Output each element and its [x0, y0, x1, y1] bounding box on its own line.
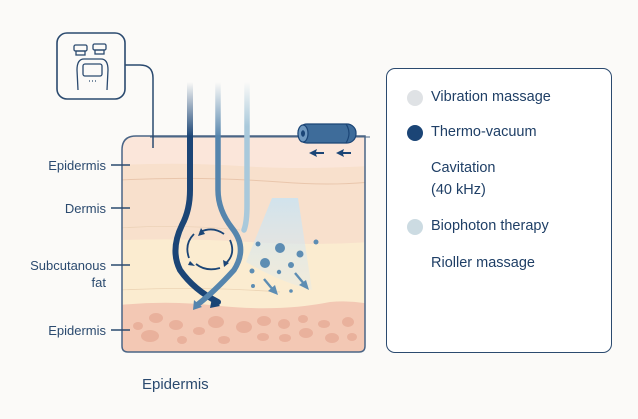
layer-ticks	[111, 164, 130, 331]
thermo-vacuum-probe	[172, 79, 221, 305]
label-epidermis-top: Epidermis	[48, 158, 106, 173]
label-dermis: Dermis	[64, 201, 106, 216]
cavitation-arrows	[263, 272, 309, 295]
navy-arrowhead	[210, 298, 220, 308]
roller-cylinder-icon	[297, 123, 357, 144]
label-subcutaneous-line2: fat	[91, 275, 106, 290]
legend-item-biophoton: Biophoton therapy	[431, 218, 549, 234]
cavitation-label: Cavitation	[431, 160, 496, 176]
legend-item-roller-massage: Rioller massage	[431, 255, 535, 271]
cavitation-frequency: (40 kHz)	[431, 182, 486, 198]
legend-panel: Vibration massage Thermo-vacuum Cavitati…	[386, 68, 612, 353]
device-icon-box	[56, 32, 126, 100]
mid-arrowhead	[193, 300, 202, 310]
skin-block-border	[121, 135, 366, 353]
label-epidermis-bottom: Epidermis	[48, 323, 106, 338]
thermo-vacuum-dot-icon	[407, 125, 423, 141]
legend-item-vibration: Vibration massage	[431, 89, 551, 105]
cavitation-bubbles	[249, 239, 319, 293]
body-contouring-machine-icon	[73, 43, 109, 91]
label-subcutaneous-line1: Subcutanous	[30, 258, 106, 273]
vibration-probe	[194, 79, 244, 308]
bottom-caption: Epidermis	[142, 376, 209, 393]
legend-item-cavitation: Cavitation (40 kHz)	[431, 159, 495, 200]
cavitation-probe	[241, 79, 250, 233]
tissue-cells	[133, 313, 357, 344]
roller-direction-arrows	[309, 149, 351, 157]
vibration-dot-icon	[407, 90, 423, 106]
label-subcutaneous-fat: Subcutanous fat	[10, 257, 106, 291]
legend-item-thermo-vacuum: Thermo-vacuum	[431, 124, 537, 140]
device-connector-line	[125, 64, 154, 148]
biophoton-dot-icon	[407, 219, 423, 235]
